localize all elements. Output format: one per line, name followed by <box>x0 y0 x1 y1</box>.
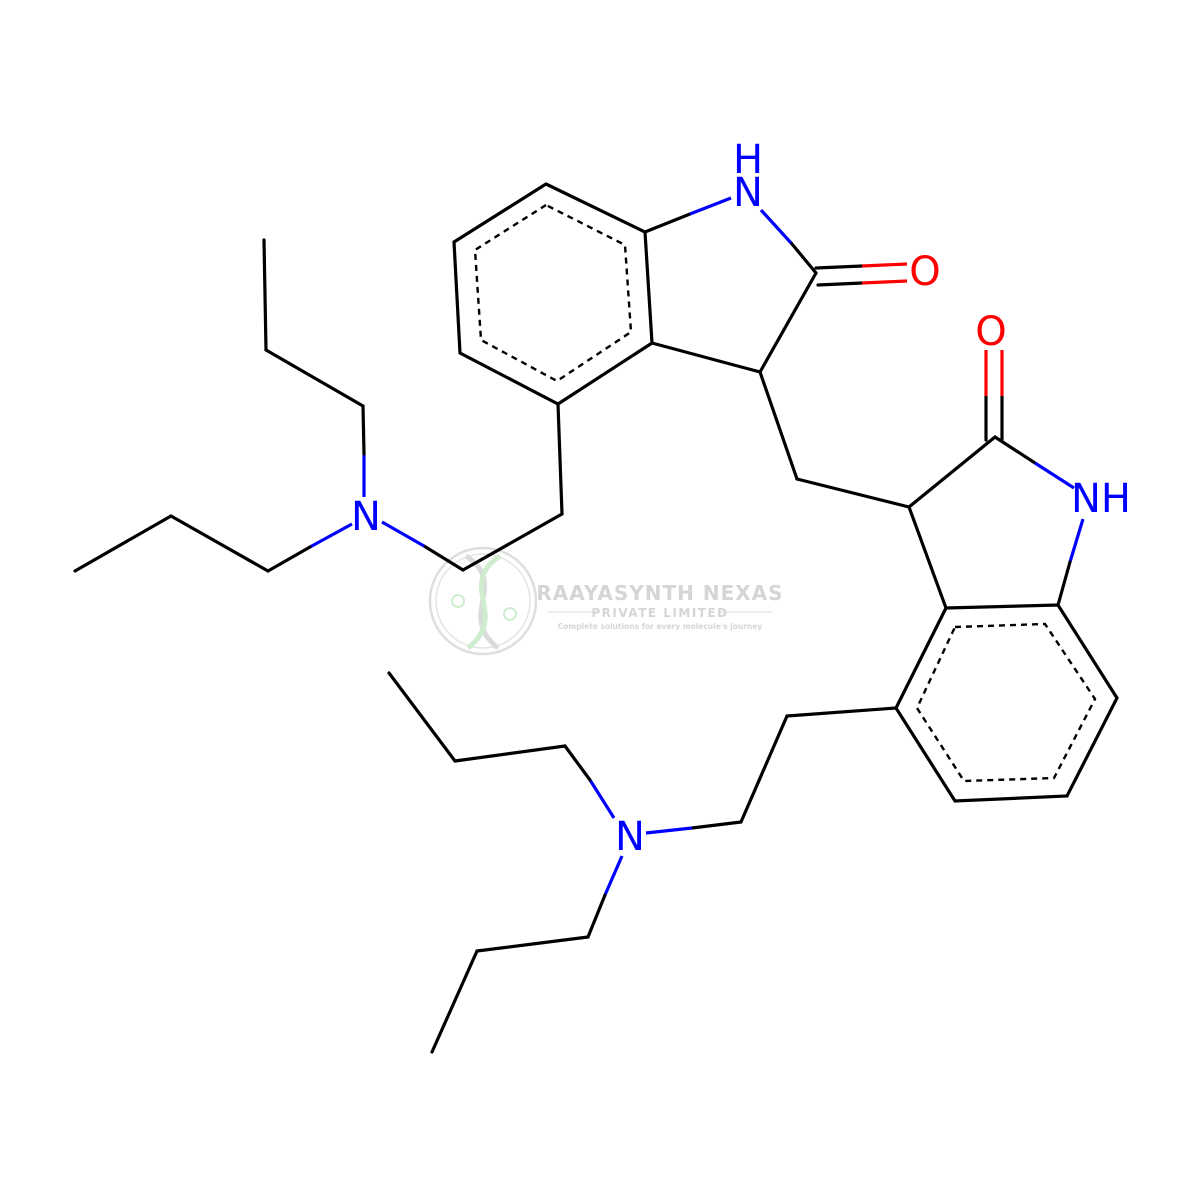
right-oxindole <box>645 350 1119 835</box>
top-oxindole <box>381 182 908 572</box>
watermark-subtitle: PRIVATE LIMITED <box>591 606 728 620</box>
top-aromatic-dashes <box>473 203 633 383</box>
dna-helix-logo <box>428 546 538 656</box>
bridge-bond-2 <box>795 477 911 509</box>
watermark-company: RAAYASYNTH NEXAS <box>536 581 783 605</box>
top-nh-hydrogen-label: H <box>733 137 763 183</box>
right-carbonyl-oxygen-label: O <box>975 309 1006 355</box>
top-carbonyl-oxygen-label: O <box>909 249 940 295</box>
top-nh-nitrogen-label: N <box>733 170 763 216</box>
left-amine-nitrogen-label: N <box>351 494 381 540</box>
right-benzene-ring <box>894 603 1119 803</box>
right-aromatic-dashes <box>915 622 1097 783</box>
left-dipropyl-amine <box>73 238 366 573</box>
top-benzene-ring <box>452 182 654 406</box>
watermark: RAAYASYNTH NEXAS PRIVATE LIMITED Complet… <box>428 546 783 656</box>
right-nh-label: NH <box>1071 476 1131 522</box>
bottom-dipropyl-amine <box>387 671 624 1054</box>
bottom-amine-nitrogen-label: N <box>615 814 645 860</box>
watermark-tagline: Complete solutions for every molecule's … <box>558 622 763 631</box>
bridge-bond-1 <box>758 370 799 481</box>
